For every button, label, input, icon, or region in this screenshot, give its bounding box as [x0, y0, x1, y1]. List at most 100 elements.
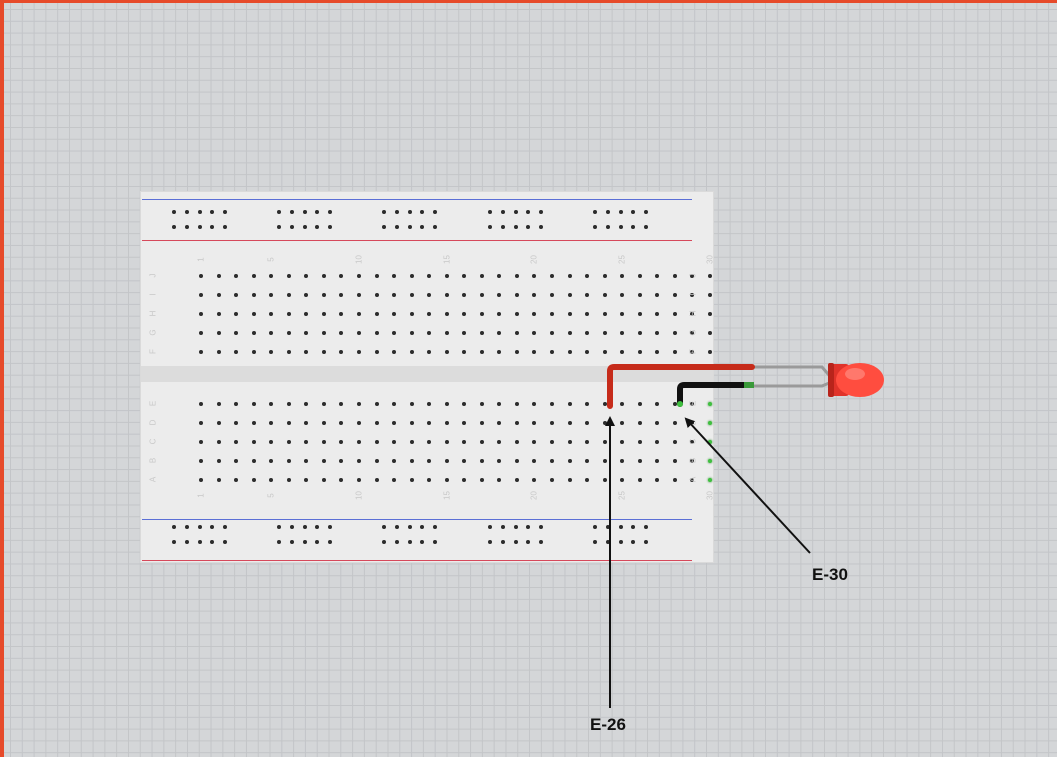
breadboard-hole[interactable]	[427, 421, 432, 425]
breadboard-hole[interactable]	[304, 459, 309, 463]
breadboard-hole[interactable]	[234, 459, 239, 463]
breadboard-hole[interactable]	[199, 350, 203, 354]
breadboard-hole[interactable]	[479, 421, 484, 425]
power-rail-hole[interactable]	[420, 225, 425, 229]
breadboard-hole[interactable]	[339, 312, 344, 316]
breadboard-hole[interactable]	[655, 402, 660, 406]
breadboard-hole[interactable]	[497, 478, 502, 482]
breadboard-hole[interactable]	[321, 350, 326, 354]
breadboard-hole[interactable]	[304, 478, 309, 482]
breadboard-hole[interactable]	[374, 331, 379, 335]
power-rail-hole[interactable]	[197, 225, 202, 229]
breadboard-hole[interactable]	[251, 402, 256, 406]
power-rail-hole[interactable]	[184, 225, 189, 229]
breadboard-hole[interactable]	[497, 331, 502, 335]
breadboard-hole[interactable]	[269, 350, 274, 354]
breadboard-hole[interactable]	[444, 440, 449, 444]
breadboard-hole[interactable]	[550, 478, 554, 482]
breadboard-hole[interactable]	[339, 402, 344, 406]
breadboard-hole[interactable]	[234, 312, 239, 316]
breadboard-hole[interactable]	[427, 440, 432, 444]
breadboard-hole[interactable]	[356, 274, 361, 278]
power-rail-hole[interactable]	[539, 210, 544, 214]
breadboard-hole[interactable]	[567, 421, 572, 425]
power-rail-hole[interactable]	[618, 540, 623, 544]
power-rail-hole[interactable]	[500, 210, 505, 214]
breadboard-hole[interactable]	[462, 331, 467, 335]
power-rail-hole[interactable]	[631, 525, 636, 529]
breadboard-hole[interactable]	[356, 350, 361, 354]
power-rail-hole[interactable]	[593, 225, 597, 229]
breadboard-hole[interactable]	[216, 312, 221, 316]
breadboard-hole[interactable]	[550, 331, 554, 335]
power-rail-hole[interactable]	[382, 525, 386, 529]
power-rail-hole[interactable]	[618, 225, 623, 229]
power-rail-hole[interactable]	[223, 540, 228, 544]
power-rail-hole[interactable]	[407, 225, 412, 229]
power-rail-hole[interactable]	[223, 525, 228, 529]
breadboard-hole[interactable]	[374, 402, 379, 406]
breadboard-hole[interactable]	[602, 402, 607, 406]
breadboard-hole[interactable]	[356, 402, 361, 406]
breadboard-hole[interactable]	[514, 293, 519, 297]
breadboard-hole[interactable]	[199, 440, 203, 444]
breadboard-hole[interactable]	[374, 459, 379, 463]
breadboard-hole[interactable]	[585, 274, 590, 278]
breadboard-hole[interactable]	[479, 312, 484, 316]
breadboard-hole[interactable]	[514, 350, 519, 354]
breadboard-hole[interactable]	[479, 440, 484, 444]
breadboard-hole[interactable]	[550, 312, 554, 316]
breadboard-hole[interactable]	[514, 459, 519, 463]
breadboard-hole[interactable]	[602, 421, 607, 425]
breadboard-hole[interactable]	[199, 421, 203, 425]
breadboard-hole[interactable]	[620, 312, 625, 316]
breadboard-hole[interactable]	[444, 421, 449, 425]
breadboard-hole[interactable]	[444, 293, 449, 297]
breadboard-hole[interactable]	[672, 478, 677, 482]
power-rail-hole[interactable]	[433, 525, 438, 529]
power-rail-hole[interactable]	[433, 540, 438, 544]
power-rail-hole[interactable]	[172, 525, 176, 529]
breadboard-hole[interactable]	[356, 440, 361, 444]
breadboard-hole[interactable]	[286, 350, 291, 354]
breadboard-hole[interactable]	[637, 293, 642, 297]
power-rail-hole[interactable]	[420, 525, 425, 529]
breadboard-hole[interactable]	[567, 459, 572, 463]
breadboard-hole[interactable]	[602, 331, 607, 335]
power-rail-hole[interactable]	[644, 525, 649, 529]
breadboard-hole[interactable]	[497, 440, 502, 444]
breadboard-hole[interactable]	[479, 274, 484, 278]
breadboard-hole[interactable]	[251, 478, 256, 482]
breadboard-hole[interactable]	[304, 331, 309, 335]
breadboard-hole[interactable]	[216, 331, 221, 335]
power-rail-hole[interactable]	[184, 210, 189, 214]
breadboard-hole[interactable]	[304, 440, 309, 444]
power-rail-hole[interactable]	[302, 540, 307, 544]
power-rail-hole[interactable]	[407, 540, 412, 544]
breadboard-hole[interactable]	[199, 402, 203, 406]
power-rail-hole[interactable]	[488, 525, 492, 529]
breadboard-hole[interactable]	[339, 331, 344, 335]
power-rail-hole[interactable]	[539, 525, 544, 529]
breadboard-hole[interactable]	[690, 274, 695, 278]
breadboard-hole[interactable]	[690, 478, 695, 482]
power-rail-hole[interactable]	[382, 540, 386, 544]
power-rail-hole[interactable]	[500, 225, 505, 229]
breadboard-hole[interactable]	[199, 274, 203, 278]
breadboard-hole[interactable]	[532, 312, 537, 316]
breadboard-hole[interactable]	[321, 293, 326, 297]
breadboard-hole[interactable]	[497, 402, 502, 406]
power-rail-hole[interactable]	[526, 225, 531, 229]
breadboard-hole[interactable]	[602, 459, 607, 463]
power-rail-hole[interactable]	[289, 225, 294, 229]
breadboard-hole[interactable]	[532, 440, 537, 444]
breadboard-hole[interactable]	[427, 459, 432, 463]
breadboard-hole[interactable]	[585, 421, 590, 425]
power-rail-hole[interactable]	[210, 540, 215, 544]
breadboard-hole[interactable]	[637, 274, 642, 278]
breadboard-hole[interactable]	[567, 402, 572, 406]
power-rail-hole[interactable]	[184, 540, 189, 544]
breadboard-hole[interactable]	[199, 312, 203, 316]
breadboard-hole[interactable]	[304, 421, 309, 425]
breadboard-hole[interactable]	[356, 478, 361, 482]
